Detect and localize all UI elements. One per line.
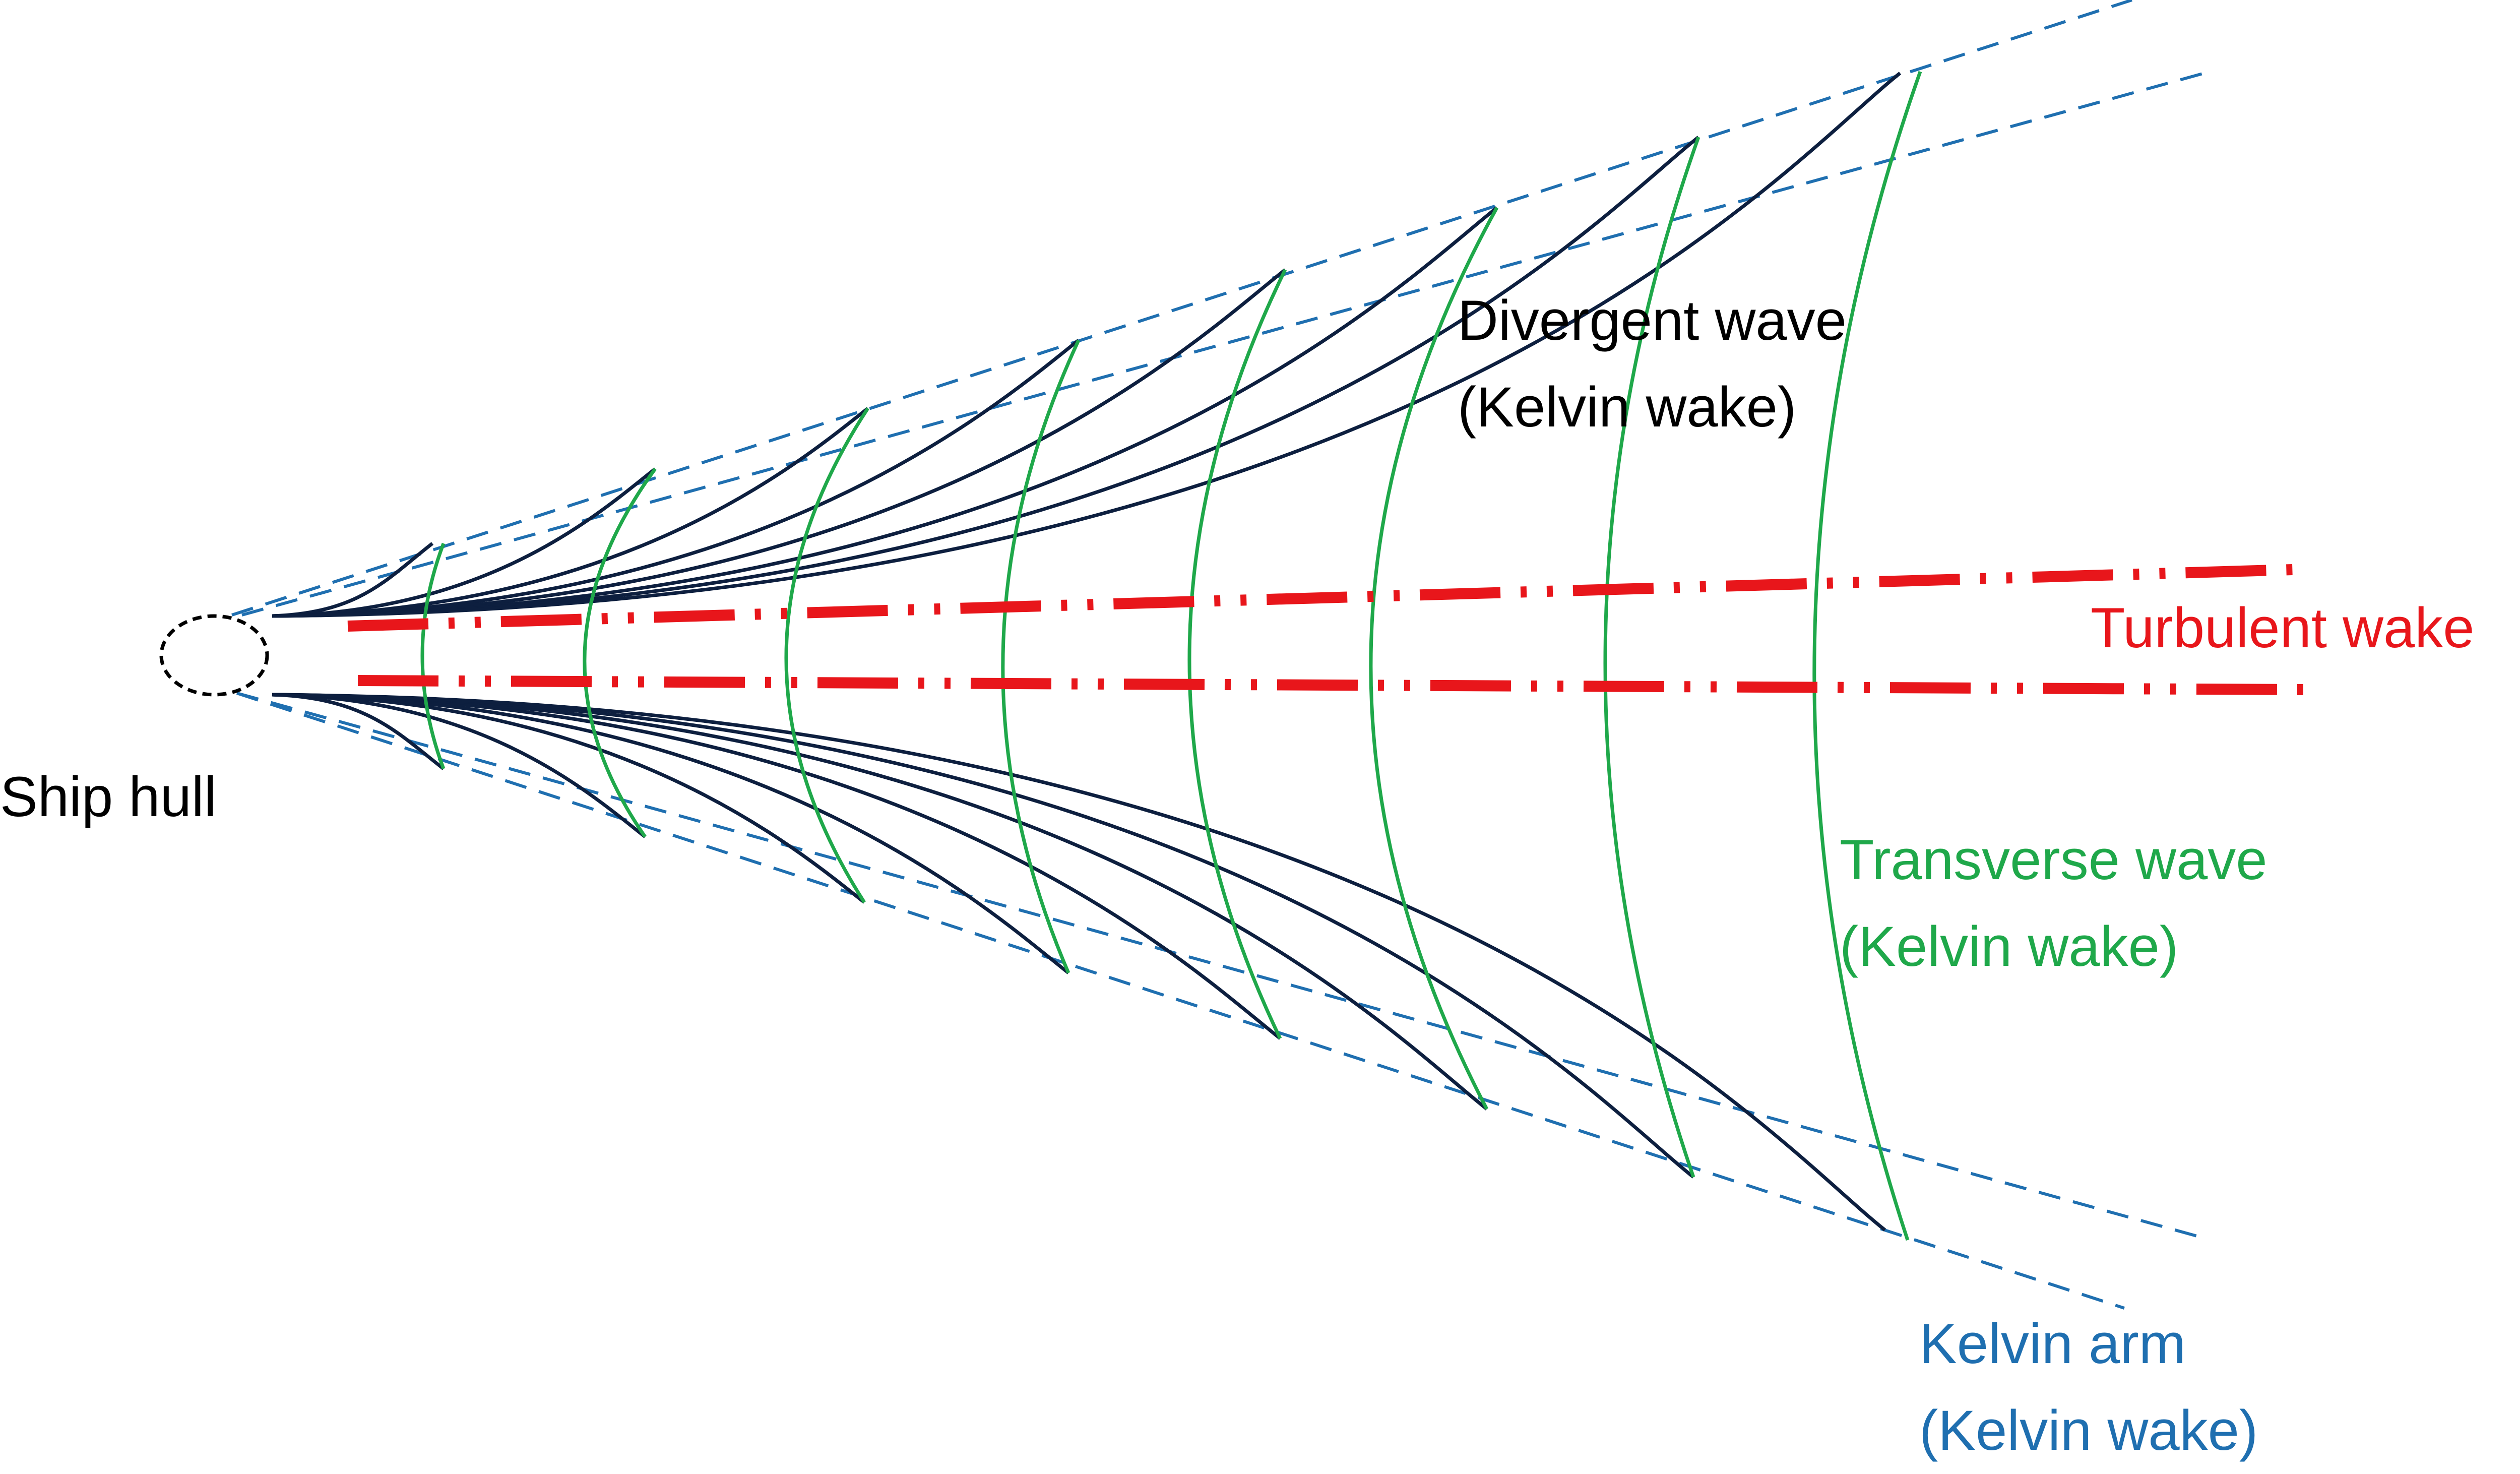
transverse-wave-label-line1: Transverse wave [1840,828,2267,891]
turbulent-wake-label-text: Turbulent wake [2091,596,2475,659]
divergent-wave-upper-2 [272,467,657,618]
transverse-wave-5 [1187,269,1287,1039]
divergent-wave-lower-6 [272,693,1488,1111]
divergent-wave-label-line1: Divergent wave [1458,289,1847,352]
transverse-wave-2 [583,467,657,838]
ship-hull-label-text: Ship hull [0,765,217,828]
divergent-wave-label: Divergent wave (Kelvin wake) [1458,277,1847,451]
transverse-wave-curves [420,71,1922,1241]
divergent-wave-label-line2: (Kelvin wake) [1458,376,1797,439]
transverse-wave-label: Transverse wave (Kelvin wake) [1840,817,2267,990]
transverse-wave-3 [784,407,869,903]
transverse-wave-8 [1812,71,1922,1241]
turbulent-wake-lines [347,564,2309,695]
kelvin-arm-label-line2: (Kelvin wake) [1919,1399,2258,1462]
divergent-wave-upper-3 [272,407,869,618]
divergent-wave-curves [272,72,1902,1232]
divergent-wave-upper-5 [272,268,1287,618]
kelvin-arm-line-4 [236,692,2125,1310]
divergent-wave-upper-8 [272,72,1902,618]
divergent-wave-lower-8 [272,693,1886,1232]
divergent-wave-lower-3 [272,693,866,904]
divergent-wave-lower-5 [272,693,1282,1040]
transverse-wave-7 [1603,136,1700,1178]
transverse-wave-label-line2: (Kelvin wake) [1840,915,2179,978]
transverse-wave-1 [420,542,446,770]
ship-hull-label: Ship hull [0,754,217,840]
divergent-wave-lower-7 [272,693,1695,1179]
kelvin-arm-label-line1: Kelvin arm [1919,1312,2186,1375]
kelvin-arm-line-3 [236,692,2203,1239]
transverse-wave-6 [1369,207,1499,1110]
kelvin-arm-label: Kelvin arm (Kelvin wake) [1919,1301,2258,1474]
divergent-wave-upper-6 [272,206,1498,618]
ship-hull-outline [159,614,269,697]
kelvin-arm-line-2 [241,70,2211,617]
transverse-wave-4 [1001,339,1081,974]
turbulent-wake-lower [357,675,2309,695]
turbulent-wake-upper [347,564,2294,632]
divergent-wave-lower-4 [272,693,1070,974]
kelvin-arm-lines [231,0,2211,1310]
divergent-wave-lower-2 [272,693,647,838]
divergent-wave-upper-4 [272,339,1080,618]
divergent-wave-upper-7 [272,136,1700,618]
kelvin-arm-line-1 [231,0,2132,617]
turbulent-wake-label: Turbulent wake [2091,585,2475,671]
